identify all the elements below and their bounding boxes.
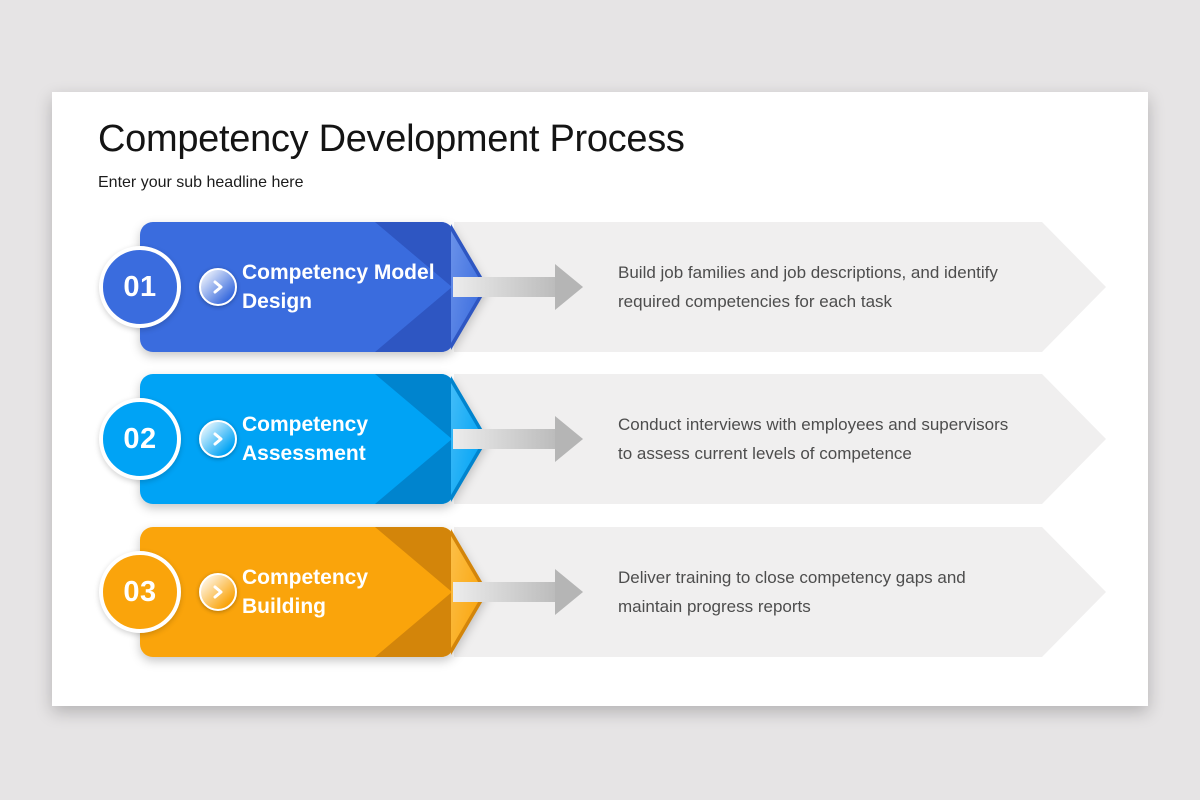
chevron-right-icon (199, 420, 237, 458)
page-title: Competency Development Process (98, 118, 685, 160)
step-title: Competency Assessment (242, 413, 369, 465)
step-number-badge: 01 (99, 246, 181, 328)
step-number-badge: 03 (99, 551, 181, 633)
flow-arrow-icon (453, 374, 643, 504)
flow-arrow-icon (453, 527, 643, 657)
page-subtitle: Enter your sub headline here (98, 174, 304, 191)
process-step-1: 01 Competency Model Design Build job fam… (52, 222, 1148, 352)
slide-card: Competency Development Process Enter you… (52, 92, 1148, 706)
process-step-2: 02 Competency Assessment Conduct intervi… (52, 374, 1148, 504)
chevron-right-icon (199, 573, 237, 611)
chevron-right-icon (199, 268, 237, 306)
step-description: Build job families and job descriptions,… (618, 263, 998, 311)
step-number: 03 (123, 575, 157, 608)
step-3-banner (140, 527, 454, 657)
process-step-3: 03 Competency Building Deliver training … (52, 527, 1148, 657)
step-number: 02 (123, 422, 157, 455)
step-1-banner (140, 222, 454, 352)
step-number: 01 (123, 270, 157, 303)
step-2-banner (140, 374, 454, 504)
step-number-badge: 02 (99, 398, 181, 480)
step-title: Competency Building (242, 566, 369, 618)
step-description: Deliver training to close competency gap… (618, 568, 966, 616)
step-title: Competency Model Design (242, 261, 435, 313)
flow-arrow-icon (453, 222, 643, 352)
step-description: Conduct interviews with employees and su… (618, 415, 1009, 463)
step-3-arrow-shape (52, 527, 512, 657)
